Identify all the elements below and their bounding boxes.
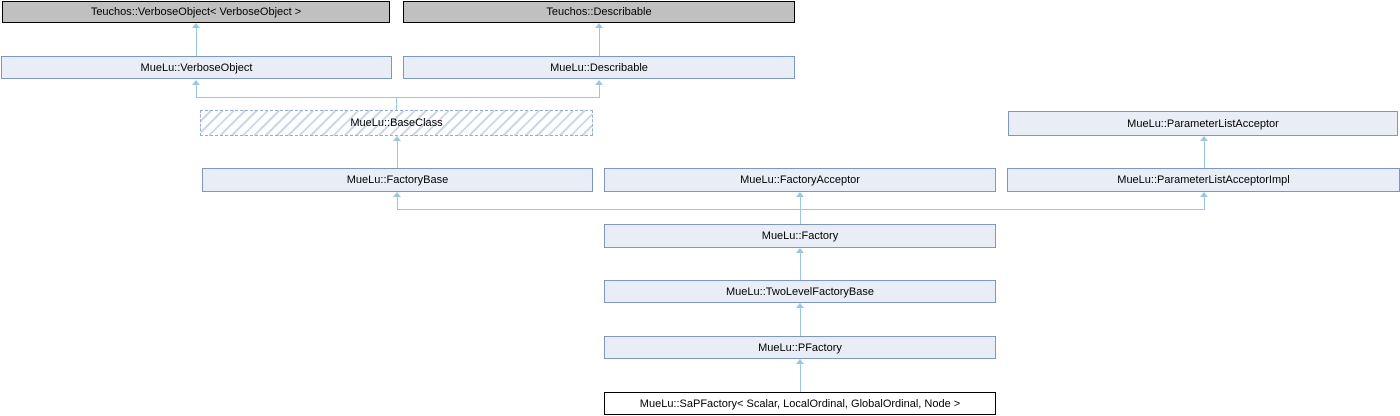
- edge-segment: [196, 28, 197, 56]
- arrow-up-icon: [796, 192, 804, 197]
- class-node-muelu-verboseobject[interactable]: MueLu::VerboseObject: [1, 56, 392, 79]
- arrow-up-icon: [796, 359, 804, 364]
- class-node-teuchos-describable: Teuchos::Describable: [403, 1, 795, 23]
- edge-segment: [599, 85, 600, 98]
- arrow-up-icon: [1200, 192, 1208, 197]
- edge-segment: [800, 364, 801, 392]
- class-node-teuchos-verboseobject: Teuchos::VerboseObject< VerboseObject >: [2, 1, 390, 23]
- edge-segment: [397, 197, 398, 209]
- class-node-muelu-parameterlistacceptorimpl[interactable]: MueLu::ParameterListAcceptorImpl: [1007, 168, 1400, 192]
- arrow-up-icon: [1200, 136, 1208, 141]
- edge-segment: [397, 209, 1205, 210]
- class-node-muelu-twolevelfactorybase[interactable]: MueLu::TwoLevelFactoryBase: [604, 280, 996, 303]
- class-node-muelu-sapfactory: MueLu::SaPFactory< Scalar, LocalOrdinal,…: [604, 392, 996, 415]
- class-node-muelu-factory[interactable]: MueLu::Factory: [604, 224, 996, 248]
- edge-segment: [1204, 197, 1205, 209]
- edge-segment: [800, 308, 801, 336]
- edge-segment: [196, 97, 600, 98]
- edge-segment: [396, 97, 397, 110]
- arrow-up-icon: [796, 248, 804, 253]
- edge-segment: [800, 197, 801, 224]
- class-node-muelu-baseclass[interactable]: MueLu::BaseClass: [200, 110, 593, 136]
- edge-segment: [800, 253, 801, 280]
- class-node-muelu-describable[interactable]: MueLu::Describable: [403, 56, 795, 79]
- class-node-muelu-factorybase[interactable]: MueLu::FactoryBase: [202, 168, 593, 192]
- edge-segment: [1204, 141, 1205, 168]
- edge-segment: [196, 85, 197, 98]
- class-node-muelu-factoryacceptor[interactable]: MueLu::FactoryAcceptor: [604, 168, 996, 192]
- arrow-up-icon: [595, 80, 603, 85]
- edge-segment: [397, 141, 398, 168]
- class-node-muelu-pfactory[interactable]: MueLu::PFactory: [604, 336, 996, 359]
- class-node-muelu-parameterlistacceptor[interactable]: MueLu::ParameterListAcceptor: [1008, 111, 1398, 136]
- arrow-up-icon: [595, 23, 603, 28]
- arrow-up-icon: [192, 23, 200, 28]
- arrow-up-icon: [393, 136, 401, 141]
- arrow-up-icon: [192, 80, 200, 85]
- arrow-up-icon: [796, 303, 804, 308]
- edge-segment: [599, 28, 600, 56]
- arrow-up-icon: [393, 192, 401, 197]
